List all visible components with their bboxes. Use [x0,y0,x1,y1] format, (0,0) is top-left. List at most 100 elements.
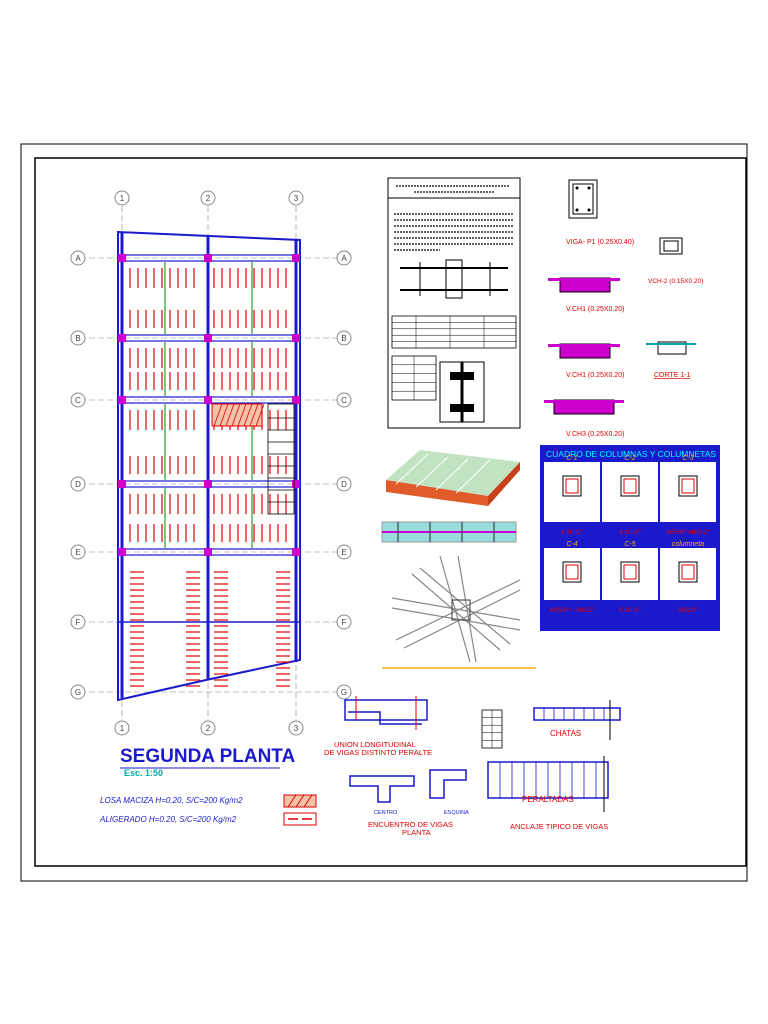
column-header-columneta: columneta [672,541,704,548]
column-cell-columneta [660,548,716,600]
column-header-C-2: C-2 [624,455,635,462]
column-node [118,548,126,556]
legend-joist-swatch [283,812,317,826]
plan-joists [129,262,290,687]
column-section-outline [678,561,698,583]
grid-label-G: G [75,688,81,697]
hatch-line [213,403,223,427]
column-cell-C-1 [544,462,600,522]
losa-maciza-area [211,403,263,427]
column-cells: C-1 4 Ø1/2" C-2 6 Ø1/2" C-3 4Ø5/8"+4Ø1/2" C-4 4… [544,455,716,614]
column-rebar-columneta: 6Ø1/2" [678,607,699,614]
column-header-C-4: C-4 [566,541,577,548]
column-node [204,548,212,556]
grid-label-1: 1 [120,724,125,733]
grid-label-3: 3 [294,724,299,733]
hatch-line [231,403,241,427]
column-rebar-C-5: 6 Ø1/2" [619,607,642,614]
column-stirrup [681,564,695,580]
column-node [204,480,212,488]
column-node [292,334,300,342]
grid-bubble-C [336,392,352,408]
column-node [204,334,212,342]
column-section-outline [620,561,640,583]
chatas-detail: CHATAS [533,700,621,740]
small-table [481,709,503,749]
column-cell-C-5 [602,548,658,600]
legend-hatch-swatch [283,794,317,808]
column-rebar-C-1: 4 Ø1/2" [561,529,584,536]
column-rebar-C-4: 4Ø5/8"+ 4Ø1/2" [549,607,595,614]
column-stirrup [623,478,637,494]
grid-label-2: 2 [206,724,211,733]
encuentro-label-1: ENCUENTRO DE VIGAS [368,820,453,829]
peraltadas-label: PERALTADAS [522,795,574,804]
lap-sketch [439,361,485,423]
grid-label-E: E [341,548,346,557]
grid-label-D: D [75,480,81,489]
column-node [118,480,126,488]
grid-bubble-3 [288,190,304,206]
vch1-a-section: V.CH1 (0.25X0.20) [548,277,625,313]
chatas-label: CHATAS [550,729,581,738]
grid-label-A: A [341,254,347,263]
grid-bubble-A [336,250,352,266]
column-header-C-5: C-5 [624,541,635,548]
column-cell-C-3 [660,462,716,522]
column-header-C-3: C-3 [682,455,693,462]
grid-bubble-1 [114,190,130,206]
grid-bubble-1 [114,720,130,736]
viga-p1-label: VIGA- P1 (0.25X0.40) [566,239,634,246]
grid-label-F: F [342,618,347,627]
grid-label-1: 1 [120,194,125,203]
joist-section [381,521,517,543]
grid-label-B: B [75,334,80,343]
stair [267,403,295,515]
column-node [292,396,300,404]
grid-bubble-E [70,544,86,560]
column-node [118,396,126,404]
column-stirrup [681,478,695,494]
vch1-b-label: V.CH1 (0.25X0.20) [566,372,625,379]
legend-aligerado-label: ALIGERADO H=0.20, S/C=200 Kg/m2 [99,815,237,824]
peraltadas-detail: PERALTADAS ANCLAJE TIPICO DE VIGAS [487,756,609,831]
plan-beams [117,254,301,623]
grid-label-3: 3 [294,194,299,203]
esquina-label: ESQUINA [444,810,469,816]
column-section-outline [562,475,582,497]
hatch-line [225,403,235,427]
viga-p1-section: VIGA- P1 (0.25X0.40) [566,179,634,246]
column-node [118,254,126,262]
column-node [204,396,212,404]
inner-frame [34,157,747,867]
grid-bubble-2 [200,190,216,206]
splice-sketch [400,259,508,299]
grid-bubble-G [70,684,86,700]
grid-label-2: 2 [206,194,211,203]
column-table: CUADRO DE COLUMNAS Y COLUMNETAS C-14 Ø1/… [540,445,720,631]
grid-label-E: E [75,548,80,557]
vch1-b-section: V.CH1 (0.25X0.20) [548,343,625,379]
hatch-lines [213,403,265,427]
grid-label-D: D [341,480,347,489]
hatch-line [255,403,265,427]
encuentro-detail: CENTRO ESQUINA ENCUENTRO DE VIGAS PLANTA [349,769,469,837]
grid-bubble-F [70,614,86,630]
lap-table [391,315,517,349]
grid-bubble-C [70,392,86,408]
grid-label-F: F [76,618,81,627]
column-rebar-C-3: 4Ø5/8"+4Ø1/2" [666,529,711,536]
grid-bubble-3 [288,720,304,736]
outer-frame [20,143,748,882]
vch1-a-label: V.CH1 (0.25X0.20) [566,306,625,313]
hatch-line [243,403,253,427]
vch3-label: V.CH3 (0.25X0.20) [566,431,625,438]
plan-title: SEGUNDA PLANTA [120,746,296,767]
column-header-C-1: C-1 [566,455,577,462]
column-node [118,334,126,342]
hatch-line [237,403,247,427]
plan-scale: Esc. 1:50 [124,768,163,778]
column-stirrup [623,564,637,580]
column-section-outline [678,475,698,497]
legend-losa-label: LOSA MACIZA H=0.20, S/C=200 Kg/m2 [100,796,243,805]
